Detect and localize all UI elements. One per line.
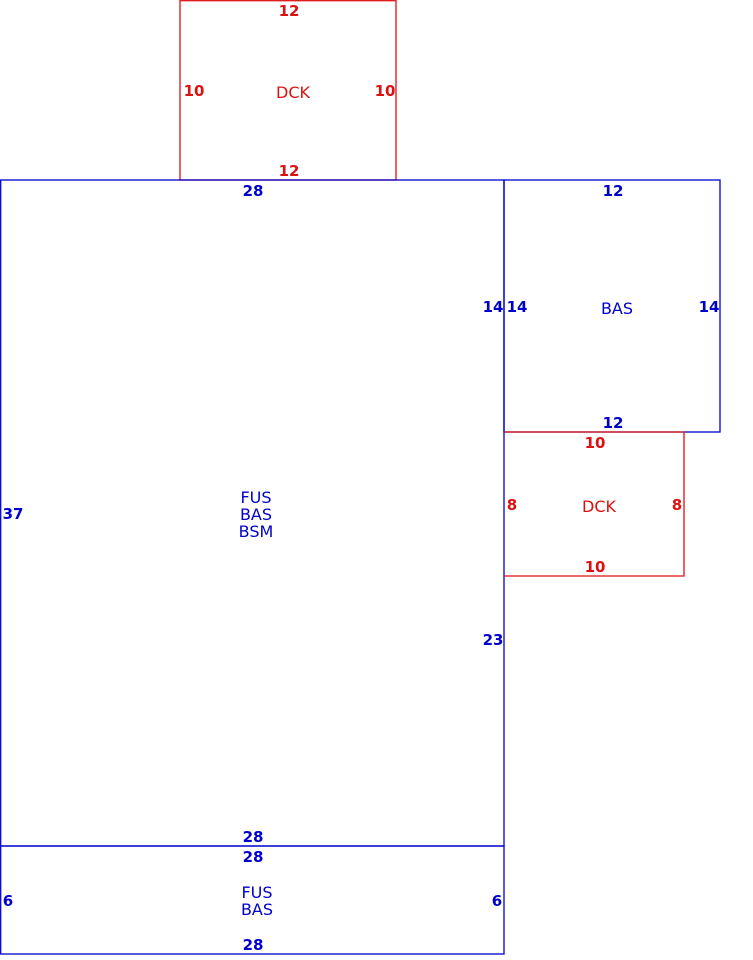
deck-top-dim-bottom: 12 — [279, 162, 300, 180]
deck-right-dim-left: 8 — [507, 496, 517, 514]
deck-top-section: 12 10 10 12 DCK — [179, 0, 397, 181]
deck-top-code: DCK — [276, 83, 310, 102]
deck-top-dim-left: 10 — [184, 82, 205, 100]
bottom-strip-dim-top: 28 — [243, 848, 264, 866]
bottom-strip-section: 28 6 6 28 FUS BAS — [0, 845, 505, 955]
main-section: 28 37 14 23 28 FUS BAS BSM — [0, 179, 505, 847]
bottom-strip-dim-left: 6 — [3, 892, 13, 910]
main-dim-left: 37 — [3, 505, 24, 523]
bottom-strip-dim-right: 6 — [492, 892, 502, 910]
main-code-3: BSM — [239, 522, 274, 541]
bas-right-dim-right: 14 — [699, 298, 720, 316]
bas-right-dim-left: 14 — [507, 298, 528, 316]
bas-right-dim-top: 12 — [603, 182, 624, 200]
main-dim-bottom: 28 — [243, 828, 264, 846]
bas-right-code: BAS — [601, 299, 633, 318]
main-code-2: BAS — [240, 505, 272, 524]
main-dim-right-upper: 14 — [483, 298, 504, 316]
bottom-strip-dim-bottom: 28 — [243, 936, 264, 954]
main-dim-top: 28 — [243, 182, 264, 200]
deck-right-dim-top: 10 — [585, 434, 606, 452]
deck-top-dim-right: 10 — [375, 82, 396, 100]
deck-top-dim-top: 12 — [279, 2, 300, 20]
bottom-strip-outline — [0, 845, 505, 955]
main-code-1: FUS — [240, 488, 271, 507]
bottom-strip-code-2: BAS — [241, 900, 273, 919]
main-dim-right-lower: 23 — [483, 631, 504, 649]
deck-right-code: DCK — [582, 497, 616, 516]
bas-right-dim-bottom: 12 — [603, 414, 624, 432]
deck-right-dim-right: 8 — [672, 496, 682, 514]
bas-right-section: 12 14 14 12 BAS — [503, 179, 721, 433]
deck-right-dim-bottom: 10 — [585, 558, 606, 576]
bottom-strip-code-1: FUS — [241, 883, 272, 902]
deck-right-outline — [504, 431, 685, 577]
deck-right-section: 10 8 8 10 DCK — [504, 431, 685, 577]
